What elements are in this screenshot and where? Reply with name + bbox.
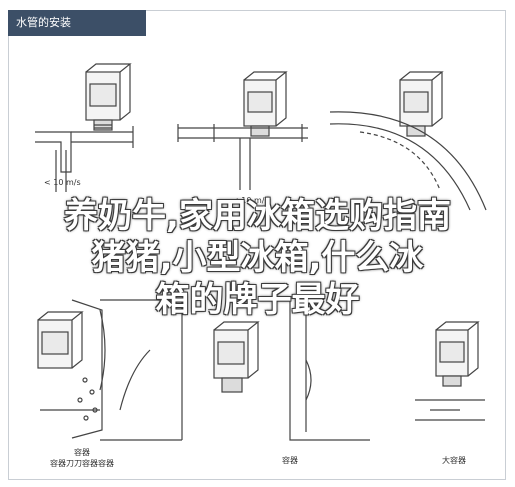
pipe-top-right bbox=[329, 111, 487, 211]
sensor-bottom-right bbox=[415, 321, 485, 421]
speed-label-top-mid: < 10 m/s bbox=[232, 196, 269, 205]
caption-bottom-left-1: 容器 bbox=[74, 448, 90, 457]
sensor-top-left bbox=[85, 63, 132, 131]
sensor-top-mid bbox=[243, 71, 288, 137]
pipe-top-mid bbox=[177, 124, 308, 190]
caption-bottom-mid: 容器 bbox=[282, 456, 298, 465]
figure-title: 水管的安装 bbox=[8, 10, 146, 36]
headline-line-3: 箱的牌子最好 bbox=[155, 280, 360, 320]
caption-bottom-right: 大容器 bbox=[442, 456, 466, 465]
speed-label-top-left: < 10 m/s bbox=[44, 178, 81, 187]
sensor-top-right bbox=[399, 71, 444, 137]
headline-line-2: 猪猪,小型冰箱,什么冰 bbox=[91, 238, 424, 278]
headline-line-1: 养奶牛,家用冰箱选购指南 bbox=[64, 196, 451, 236]
caption-bottom-left-2: 容器刀刀容器容器 bbox=[50, 459, 114, 468]
container-bottom-left bbox=[37, 299, 183, 441]
pipe-top-left bbox=[35, 126, 134, 192]
container-bottom-mid bbox=[213, 300, 370, 441]
